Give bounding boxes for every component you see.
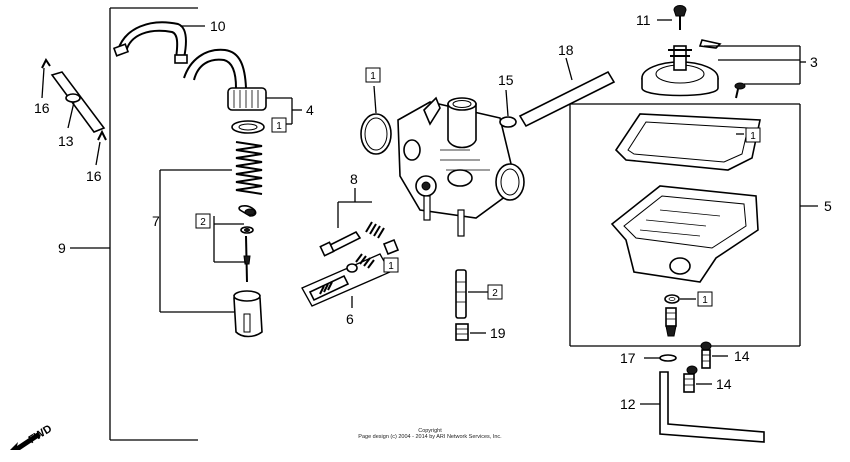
- callout-10: 10: [210, 18, 226, 34]
- callout-4: 4: [306, 102, 314, 118]
- copyright-notice: Copyright Page design (c) 2004 - 2014 by…: [300, 428, 560, 440]
- box-number: 1: [388, 261, 394, 272]
- fwd-arrow-icon: FWD: [10, 423, 55, 450]
- callout-6: 6: [346, 311, 354, 327]
- pilot-screw-8: [319, 188, 385, 257]
- drain-tube-12: [640, 371, 765, 443]
- o-ring-carb-box: [373, 85, 377, 114]
- callout-14-bottom: 14: [716, 376, 732, 392]
- throttle-stop-screw-6: [301, 238, 400, 308]
- box-number: 1: [276, 121, 282, 132]
- callout-19: 19: [490, 325, 506, 341]
- needle-clip-assembly: [213, 205, 257, 283]
- callout-5: 5: [824, 198, 832, 214]
- throttle-valve: [233, 290, 263, 338]
- box-number: 2: [492, 288, 498, 299]
- callout-3: 3: [810, 54, 818, 70]
- bracket-9: [70, 7, 198, 441]
- callout-8: 8: [350, 171, 358, 187]
- fwd-indicator: FWD: [8, 420, 72, 454]
- callout-17: 17: [620, 350, 636, 366]
- float-bowl: [610, 185, 759, 283]
- o-ring-15: [499, 89, 517, 128]
- box-label-1-gasket: 1: [745, 127, 761, 143]
- bracket-5: [569, 103, 818, 347]
- needle-jet: [455, 269, 488, 319]
- callout-14-top: 14: [734, 348, 750, 364]
- pin-13: [50, 71, 106, 133]
- overflow-tube-10: [112, 21, 205, 64]
- clip-17: [644, 354, 677, 362]
- box-label-1-jet: 1: [697, 291, 713, 307]
- callout-7: 7: [152, 213, 160, 229]
- bracket-7: [159, 169, 234, 313]
- box-label-1-screw: 1: [383, 257, 399, 273]
- callout-12: 12: [620, 396, 636, 412]
- box-label-2-clip: 2: [195, 213, 211, 229]
- callout-18: 18: [558, 42, 574, 58]
- float-gasket: [614, 113, 761, 171]
- callout-11: 11: [636, 12, 651, 28]
- callout-16-top: 16: [34, 100, 50, 116]
- box-number: 1: [370, 71, 376, 82]
- callout-16-bottom: 16: [86, 168, 102, 184]
- drain-screw-14-top: [700, 341, 728, 369]
- choke-cap-3: [641, 39, 806, 97]
- small-screw-3b: [734, 82, 746, 99]
- fwd-label: FWD: [27, 423, 55, 446]
- callout-15: 15: [498, 72, 514, 88]
- screw-11: [657, 5, 687, 30]
- callout-13: 13: [58, 133, 74, 149]
- clip-16-top: [41, 58, 51, 99]
- copyright-line-2: Page design (c) 2004 - 2014 by ARI Netwo…: [358, 434, 502, 440]
- box-number: 1: [702, 295, 708, 306]
- main-jet-19: [455, 323, 486, 341]
- copyright-line-1: Copyright: [418, 428, 442, 434]
- box-label-1-cap: 1: [271, 117, 287, 133]
- float-drain-jet: [664, 294, 696, 337]
- throttle-spring: [235, 141, 263, 195]
- hose-18: [518, 57, 616, 128]
- box-number: 2: [200, 217, 206, 228]
- box-label-2-needle-jet: 2: [487, 284, 503, 300]
- drain-screw-14-bottom: [683, 365, 712, 393]
- carburetor-body: [360, 96, 525, 237]
- clip-16-bottom: [95, 129, 107, 166]
- carb-cap-4: [183, 48, 302, 134]
- box-label-1-carb: 1: [365, 67, 381, 83]
- box-number: 1: [750, 131, 756, 142]
- callout-9: 9: [58, 240, 66, 256]
